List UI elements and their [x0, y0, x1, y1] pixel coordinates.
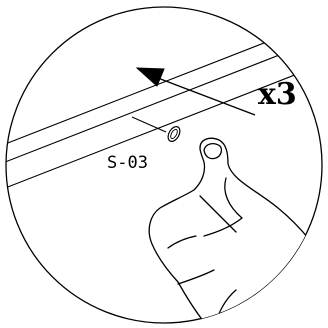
part-label: S-03	[107, 153, 148, 173]
multiplier-label: x3	[258, 77, 297, 112]
